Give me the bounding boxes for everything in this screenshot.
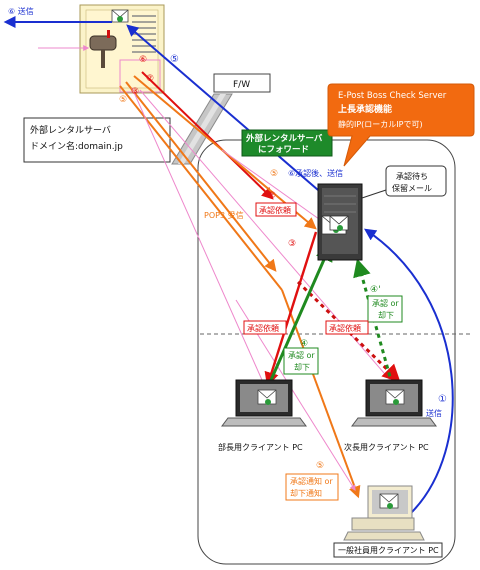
notify-box [285,473,339,501]
notify-line1: 承認通知 or [290,476,333,486]
pop3-label: POP3 受信 [204,210,244,220]
send-right-label: 送信 [426,408,442,418]
send-top-label: ⑥ 送信 [8,6,34,16]
deputy-laptop-icon [351,379,437,427]
deputy-pc-label: 次長用クライアント PC [344,442,429,452]
approve-reject-box-right [367,295,403,323]
notify-line2: 却下通知 [290,488,322,498]
callout-title: E-Post Boss Check Server [338,91,447,101]
approve-reject-right-1: 承認 or [372,298,399,308]
callout-ip: 静的IP(ローカルIPで可) [338,119,423,129]
step-5-small: ⑤ [119,95,127,105]
manager-pc-label: 部長用クライアント PC [218,442,303,452]
step-6-top: ⑥ [139,55,147,65]
approval-request-box-left [243,320,287,335]
fw-label: F/W [233,80,250,90]
server-envelope-icon [329,215,349,231]
approval-request-box-right [325,320,369,335]
step-3-top: ③ [131,87,139,97]
approve-reject-left-1: 承認 or [288,350,315,360]
approval-request-left: 承認依頼 [247,323,279,333]
step-5-notify: ⑤ [316,461,324,471]
fw-label-box [213,73,271,93]
staff-desktop-icon [343,485,425,541]
staff-pc-label: 一般社員用クライアント PC [338,545,439,555]
hold-mail-bubble [385,165,447,197]
step-4p: ④' [370,285,381,295]
envelope-icon-top [111,9,129,23]
hold-mail-pointer [361,189,387,199]
step-4: ④ [300,339,308,349]
step-1: ① [438,394,447,405]
hold-mail-line1: 承認待ち [396,171,428,181]
step-2-top: ② [146,74,154,84]
mailbox-icon [89,30,117,68]
hold-mail-line2: 保留メール [392,183,432,193]
forward-box [241,129,333,157]
forward-line1: 外部レンタルサーバ [245,133,323,144]
step-2-mid: ② [268,191,276,201]
manager-laptop-icon [221,379,307,427]
callout-feature: 上長承認機能 [338,103,392,115]
rental-server-building [79,4,165,94]
approval-request-box-top [255,202,297,217]
after-approval-send: ⑥承認後、送信 [288,168,343,178]
approve-reject-left-2: 却下 [294,362,310,372]
rental-server-name: 外部レンタルサーバ [30,124,111,136]
step-3-mid: ③ [288,239,296,249]
forward-line2: にフォワード [258,145,309,155]
step-5-forward: ⑤ [270,169,278,179]
staff-pc-label-box [333,542,443,558]
approve-reject-right-2: 却下 [378,310,394,320]
approval-request-top: 承認依頼 [259,205,291,215]
approve-reject-box-left [283,347,319,375]
rental-server-box [23,117,171,163]
rental-server-domain: ドメイン名:domain.jp [30,140,123,152]
callout-bubble [327,83,475,167]
step-5-top: ⑤ [170,54,179,65]
approval-request-right: 承認依頼 [329,323,361,333]
